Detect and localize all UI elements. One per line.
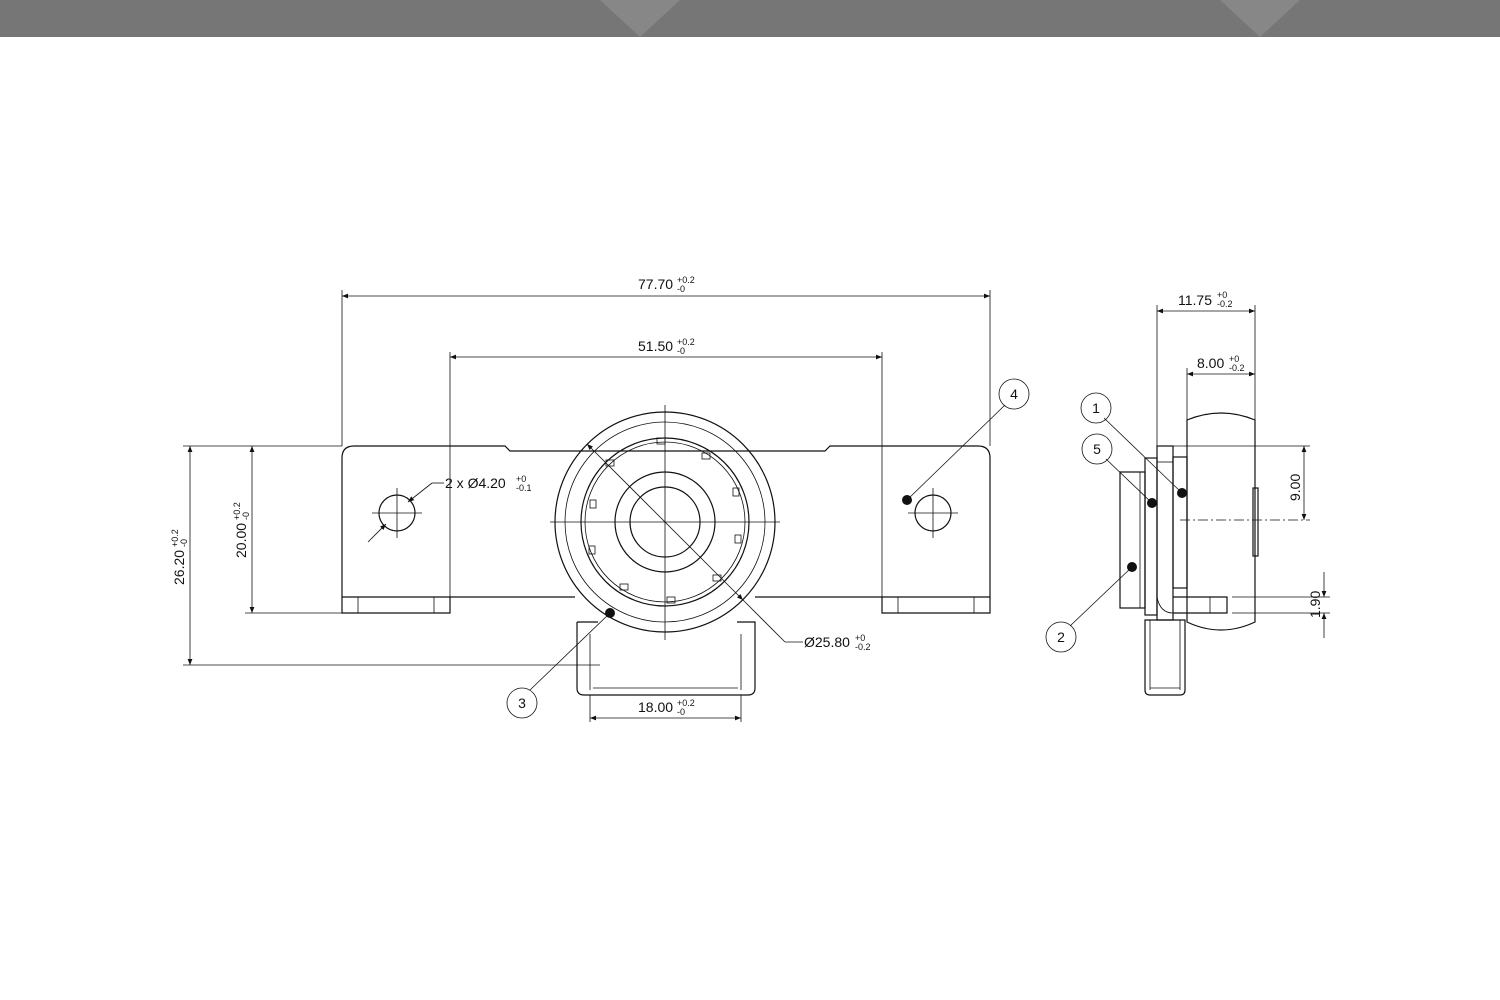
banner-decoration	[1220, 0, 1300, 37]
tol-lower: -0	[677, 707, 685, 717]
balloon-2: 2	[1045, 562, 1137, 653]
svg-text:2: 2	[1057, 629, 1065, 645]
tol-lower: -0.1	[516, 483, 532, 493]
dim-center-offset: 9.00	[1287, 474, 1303, 501]
svg-text:3: 3	[518, 695, 526, 711]
balloon-3: 3	[506, 608, 615, 719]
tol-lower: -0.2	[1217, 299, 1233, 309]
tol-lower: -0	[677, 346, 685, 356]
balloon-4: 4	[902, 378, 1030, 505]
tol-upper: +0.2	[170, 529, 180, 547]
dim-body-height: 20.00	[233, 523, 249, 558]
tol-upper: +0	[516, 474, 526, 484]
callout-balloons: 1 2 3 4 5	[506, 378, 1187, 719]
svg-text:4: 4	[1010, 386, 1018, 402]
tol-lower: -0	[179, 539, 189, 547]
dim-overall-height: 26.20	[171, 550, 187, 585]
tol-upper: +0.2	[677, 337, 695, 347]
svg-text:5: 5	[1093, 441, 1101, 457]
tol-lower: -0.2	[855, 642, 871, 652]
dim-hub-width: 18.00	[638, 699, 673, 715]
tol-upper: +0	[1217, 290, 1227, 300]
dim-hole-spacing: 51.50	[638, 338, 673, 354]
tol-upper: +0.2	[677, 698, 695, 708]
front-dimensions: 77.70 +0.2 -0 51.50 +0.2 -0 2 x Ø4.20 +0…	[170, 275, 991, 722]
tol-lower: -0.2	[1229, 363, 1245, 373]
balloon-5: 5	[1081, 433, 1157, 508]
header-banner	[0, 0, 1500, 37]
side-view	[1119, 412, 1310, 696]
balloon-1: 1	[1080, 392, 1187, 498]
dim-tab-thickness: 1.90	[1307, 591, 1323, 618]
tol-lower: -0	[241, 512, 251, 520]
front-view	[341, 405, 991, 696]
tol-upper: +0	[855, 633, 865, 643]
dim-hole-diameter: 2 x Ø4.20	[445, 475, 506, 491]
dim-ring-diameter: Ø25.80	[804, 634, 850, 650]
tol-upper: +0	[1229, 354, 1239, 364]
banner-decoration	[600, 0, 680, 37]
tol-upper: +0.2	[677, 275, 695, 285]
dim-side-depth: 11.75	[1178, 292, 1212, 308]
side-dimensions: 11.75 +0 -0.2 8.00 +0 -0.2 9.00 1.90	[1156, 290, 1330, 638]
svg-text:1: 1	[1092, 400, 1100, 416]
tol-lower: -0	[677, 284, 685, 294]
dim-overall-width: 77.70	[638, 276, 673, 292]
dim-body-depth: 8.00	[1197, 355, 1224, 371]
tol-upper: +0.2	[232, 502, 242, 520]
